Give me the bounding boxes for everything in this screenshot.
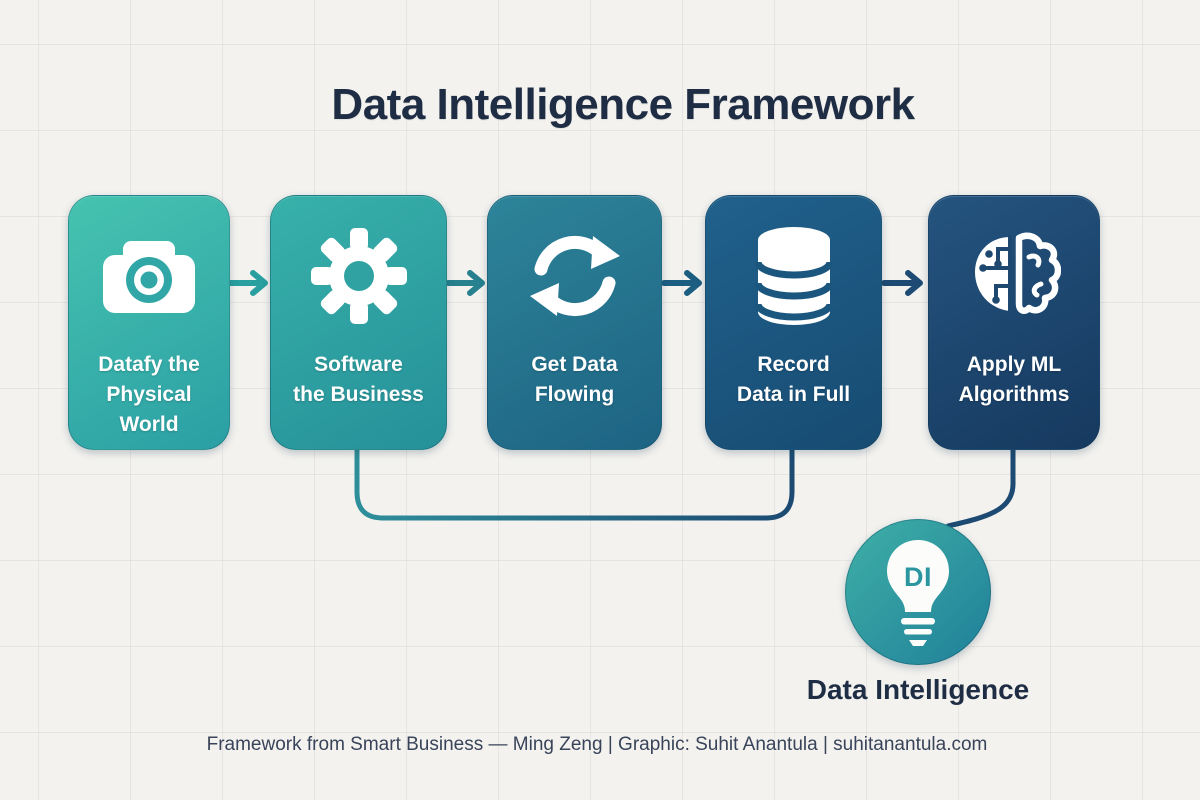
step-label-line: Physical <box>106 383 192 406</box>
data-intelligence-circle <box>845 519 991 665</box>
step-label-line: World <box>119 413 179 436</box>
step-label: Apply ML Algorithms <box>959 350 1070 410</box>
step-label: Record Data in Full <box>737 350 850 410</box>
step-label: Get Data Flowing <box>531 350 617 410</box>
connector-software-to-record <box>354 437 795 521</box>
step-label-line: Get Data <box>531 353 618 376</box>
flow-arrow-2 <box>445 270 485 296</box>
lightbulb-icon <box>887 540 949 646</box>
step-card-ml: Apply ML Algorithms <box>928 195 1100 450</box>
gear-icon <box>307 202 411 350</box>
step-label-line: Record <box>757 353 830 376</box>
flow-arrow-3 <box>661 270 702 296</box>
step-label-line: Data in Full <box>736 383 851 406</box>
step-label-line: the Business <box>293 383 424 406</box>
step-label: Datafy the Physical World <box>98 350 200 440</box>
step-label-line: Software <box>314 353 403 376</box>
sync-icon <box>522 202 628 350</box>
page-title: Data Intelligence Framework <box>331 80 915 129</box>
step-label: Software the Business <box>293 350 424 410</box>
database-icon <box>749 202 839 350</box>
step-label-line: Algorithms <box>958 383 1070 406</box>
camera-icon <box>99 202 199 350</box>
footer-credit: Framework from Smart Business — Ming Zen… <box>206 734 988 755</box>
step-card-dataflow: Get Data Flowing <box>487 195 662 450</box>
step-label-line: Apply ML <box>966 353 1062 376</box>
brain-icon <box>967 202 1061 350</box>
di-badge: DI <box>904 562 932 592</box>
step-label-line: Datafy the <box>98 353 200 376</box>
data-intelligence-label: Data Intelligence <box>806 674 1030 705</box>
step-card-record: Record Data in Full <box>705 195 882 450</box>
flow-arrow-4 <box>881 270 923 296</box>
connector-ml-to-di <box>945 437 1016 529</box>
step-label-line: Flowing <box>534 383 615 406</box>
flow-arrow-1 <box>227 270 268 296</box>
step-card-datafy: Datafy the Physical World <box>68 195 230 450</box>
step-card-software: Software the Business <box>270 195 447 450</box>
